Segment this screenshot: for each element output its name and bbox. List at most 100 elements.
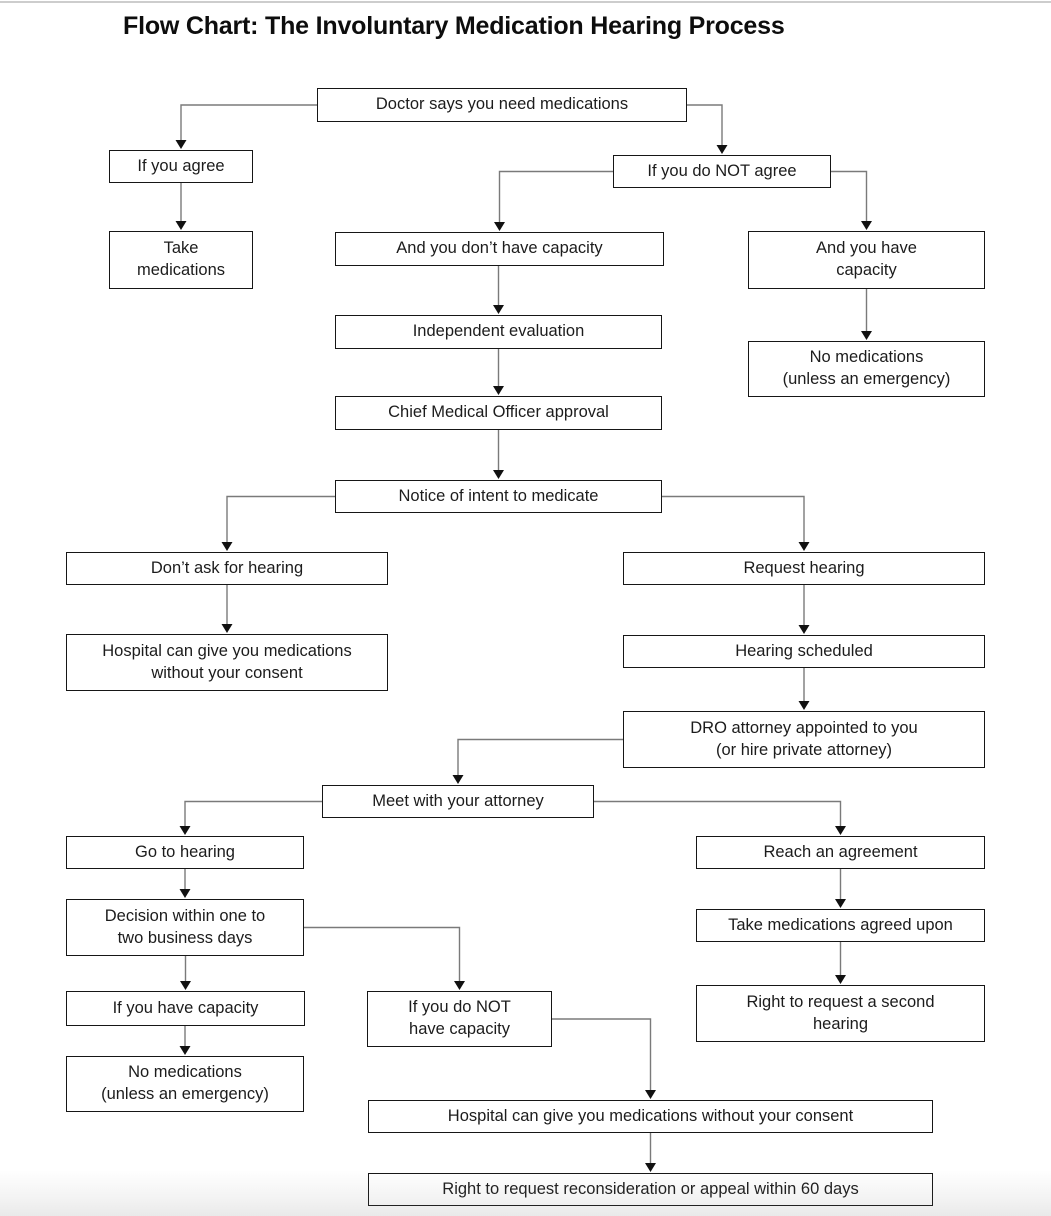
flow-node-dont-ask: Don’t ask for hearing <box>66 552 388 585</box>
flow-node-label-line: Hospital can give you medications <box>102 641 352 660</box>
flow-node-label-line: Right to request reconsideration or appe… <box>442 1179 859 1198</box>
arrowhead-icon <box>835 975 846 984</box>
flow-node-label-line: Chief Medical Officer approval <box>388 403 609 422</box>
arrowhead-icon <box>798 542 810 551</box>
page-title: Flow Chart: The Involuntary Medication H… <box>123 12 785 40</box>
flow-node-request-hearing: Request hearing <box>623 552 985 585</box>
flow-node-meet-attorney: Meet with your attorney <box>322 785 594 818</box>
flow-node-label-line: No medications <box>128 1063 242 1082</box>
flow-node-label-line: And you don’t have capacity <box>396 239 603 258</box>
flow-node-not-capacity: If you do NOT have capacity <box>367 991 552 1047</box>
flow-node-reconsideration: Right to request reconsideration or appe… <box>368 1173 933 1206</box>
arrowhead-icon <box>454 981 465 990</box>
flow-node-take-meds: Take medications <box>109 231 253 289</box>
arrowhead-icon <box>179 826 191 835</box>
arrowhead-icon <box>452 775 464 784</box>
arrowhead-icon <box>716 145 728 154</box>
flow-node-notice: Notice of intent to medicate <box>335 480 662 513</box>
arrowhead-icon <box>221 624 233 633</box>
arrowhead-icon <box>175 221 187 230</box>
flow-node-label-line: Meet with your attorney <box>372 791 544 810</box>
arrowhead-icon <box>493 386 504 395</box>
flow-edge-doctor-to-not-agree <box>687 104 723 146</box>
flow-node-label-line: Decision within one to <box>104 906 266 925</box>
flow-edge-dro-attorney-to-meet-attorney <box>457 738 623 776</box>
flow-node-label-line: If you do NOT <box>408 998 511 1017</box>
flow-node-label-line: Hearing scheduled <box>735 641 873 660</box>
flow-node-label-line: If you have capacity <box>112 998 259 1017</box>
page-top-edge <box>0 1 1051 3</box>
arrowhead-icon <box>175 140 187 149</box>
flow-node-go-hearing: Go to hearing <box>66 836 304 869</box>
flow-edge-meet-attorney-to-go-hearing <box>184 800 322 827</box>
flow-node-label-line: two business days <box>117 928 253 947</box>
flow-node-label-line: If you agree <box>137 156 225 175</box>
flow-node-decision: Decision within one to two business days <box>66 899 304 956</box>
flow-edge-not-agree-to-have-capacity <box>831 170 868 222</box>
flow-edge-not-capacity-to-hospital-consent-2 <box>552 1018 652 1091</box>
flow-edge-notice-to-dont-ask <box>226 495 335 543</box>
flow-edge-notice-to-request-hearing <box>662 495 805 543</box>
flow-node-label-line: Take <box>163 239 199 258</box>
flow-node-label-line: (unless an emergency) <box>782 370 951 388</box>
arrowhead-icon <box>221 542 233 551</box>
flow-node-second-hearing: Right to request a second hearing <box>696 985 985 1042</box>
flow-node-label-line: Request hearing <box>743 558 865 577</box>
flow-node-label-line: without your consent <box>151 663 303 682</box>
arrowhead-icon <box>798 701 810 710</box>
flow-node-label-line: No medications <box>809 348 924 367</box>
flow-node-label-line: Hospital can give you medications withou… <box>447 1106 854 1125</box>
flow-node-take-agreed: Take medications agreed upon <box>696 909 985 942</box>
arrowhead-icon <box>493 305 504 314</box>
flow-node-label-line: And you have <box>816 239 917 258</box>
flow-node-label-line: have capacity <box>409 1020 510 1038</box>
arrowhead-icon <box>645 1090 656 1099</box>
flow-node-no-meds-right: No medications (unless an emergency) <box>748 341 985 397</box>
flow-node-if-agree: If you agree <box>109 150 253 183</box>
flow-node-not-agree: If you do NOT agree <box>613 155 831 188</box>
flow-node-label-line: hearing <box>812 1014 869 1033</box>
flow-node-label-line: (or hire private attorney) <box>715 740 893 759</box>
flow-node-doctor: Doctor says you need medications <box>317 88 687 122</box>
flow-node-have-capacity: And you have capacity <box>748 231 985 289</box>
arrowhead-icon <box>835 899 846 908</box>
flow-node-label-line: Take medications agreed upon <box>728 915 953 934</box>
arrowhead-icon <box>494 222 505 231</box>
flow-node-label-line: Doctor says you need medications <box>375 95 629 114</box>
flow-node-label-line: Right to request a second <box>746 992 935 1011</box>
flow-node-no-capacity: And you don’t have capacity <box>335 232 664 266</box>
arrowhead-icon <box>835 826 846 835</box>
arrowhead-icon <box>180 981 191 990</box>
flow-node-label-line: DRO attorney appointed to you <box>690 718 918 737</box>
flow-node-label-line: Notice of intent to medicate <box>398 486 599 505</box>
flow-node-label-line: capacity <box>836 261 897 279</box>
flow-node-hearing-scheduled: Hearing scheduled <box>623 635 985 668</box>
arrowhead-icon <box>179 889 191 898</box>
flow-node-reach-agreement: Reach an agreement <box>696 836 985 869</box>
arrowhead-icon <box>861 331 872 340</box>
flow-node-indep-eval: Independent evaluation <box>335 315 662 349</box>
flow-node-cmo-approval: Chief Medical Officer approval <box>335 396 662 430</box>
flow-edge-doctor-to-if-agree <box>180 104 317 141</box>
flow-edge-not-agree-to-no-capacity <box>498 170 613 223</box>
flow-node-label-line: Go to hearing <box>135 842 235 861</box>
arrowhead-icon <box>798 625 810 634</box>
arrowhead-icon <box>645 1163 656 1172</box>
flow-node-label-line: Reach an agreement <box>763 842 918 861</box>
flow-node-hospital-consent-1: Hospital can give you medications without… <box>66 634 388 691</box>
flow-node-label-line: Independent evaluation <box>412 322 585 341</box>
flow-node-hospital-consent-2: Hospital can give you medications withou… <box>368 1100 933 1133</box>
arrowhead-icon <box>493 470 504 479</box>
flow-node-label-line: Don’t ask for hearing <box>150 558 304 577</box>
flow-edge-decision-to-not-capacity <box>304 926 461 982</box>
flow-node-label-line: (unless an emergency) <box>101 1085 269 1103</box>
arrowhead-icon <box>179 1046 191 1055</box>
arrowhead-icon <box>861 221 872 230</box>
flow-node-label-line: If you do NOT agree <box>647 161 797 180</box>
flow-node-no-meds-left: No medications (unless an emergency) <box>66 1056 304 1112</box>
flow-node-dro-attorney: DRO attorney appointed to you (or hire pr… <box>623 711 985 768</box>
flow-node-if-capacity: If you have capacity <box>66 991 305 1026</box>
flow-node-label-line: medications <box>136 261 226 279</box>
